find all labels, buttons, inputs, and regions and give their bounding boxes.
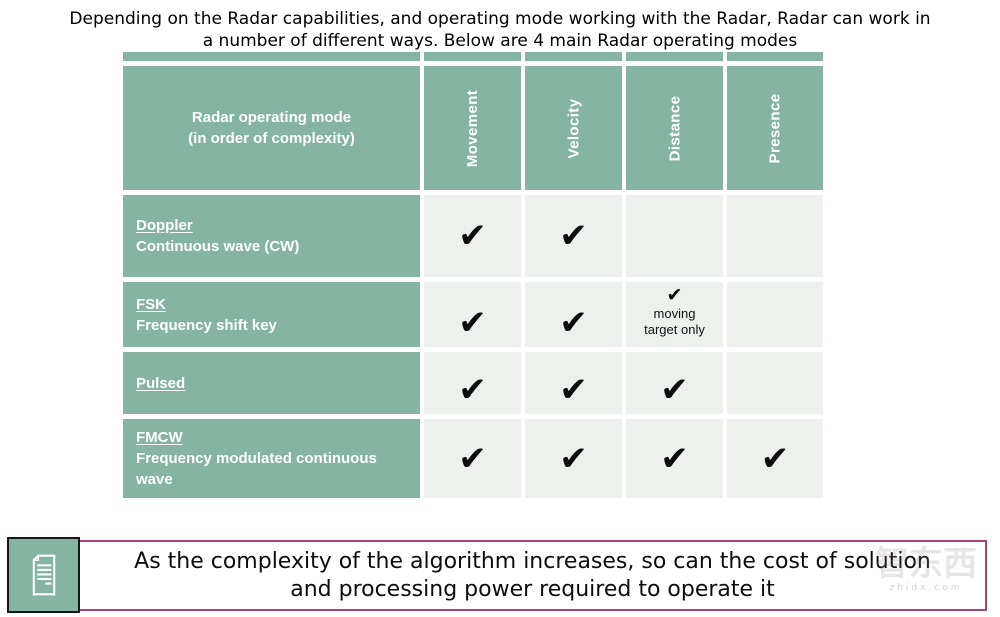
document-icon-glyph: [32, 554, 55, 596]
check-icon: ✔: [666, 284, 683, 306]
check-icon: ✔: [458, 303, 487, 343]
corner-header-line-2: (in order of complexity): [188, 130, 355, 147]
row-header-fsk: FSK Frequency shift key: [123, 282, 420, 347]
corner-header: Radar operating mode (in order of comple…: [123, 66, 420, 190]
table-top-strip: [525, 52, 622, 61]
cell-fmcw-presence: ✔: [727, 419, 823, 498]
row-header-doppler: Doppler Continuous wave (CW): [123, 195, 420, 277]
cell-doppler-presence: [727, 195, 823, 277]
row-description: Continuous wave (CW): [136, 238, 300, 255]
radar-modes-table: Radar operating mode (in order of comple…: [123, 52, 823, 498]
page-title: Depending on the Radar capabilities, and…: [0, 8, 1000, 52]
check-icon: ✔: [559, 216, 588, 256]
table-top-strip: [626, 52, 723, 61]
table-top-strip: [123, 52, 420, 61]
check-icon: ✔: [458, 438, 487, 479]
cell-fmcw-movement: ✔: [424, 419, 521, 498]
row-name-link[interactable]: FSK: [136, 295, 166, 313]
corner-header-line-1: Radar operating mode: [191, 109, 352, 126]
cell-fsk-distance: ✔ moving target only: [626, 282, 723, 347]
column-header-label: Presence: [766, 93, 784, 163]
footer-line-1: As the complexity of the algorithm incre…: [134, 548, 931, 574]
column-header-presence: Presence: [727, 66, 823, 190]
row-name-link[interactable]: Doppler: [136, 217, 193, 234]
cell-doppler-velocity: ✔: [525, 195, 622, 277]
cell-pulsed-movement: ✔: [424, 352, 521, 414]
cell-note-line-1: moving: [653, 305, 696, 321]
cell-fsk-presence: [727, 282, 823, 347]
check-icon: ✔: [559, 303, 588, 343]
row-description: Frequency modulated continuous wave: [136, 450, 377, 488]
cell-pulsed-distance: ✔: [626, 352, 723, 414]
check-icon: ✔: [559, 370, 588, 410]
cell-fsk-velocity: ✔: [525, 282, 622, 347]
row-header-fmcw: FMCW Frequency modulated continuous wave: [123, 419, 420, 498]
column-header-movement: Movement: [424, 66, 521, 190]
cell-fmcw-velocity: ✔: [525, 419, 622, 498]
row-header-pulsed: Pulsed: [123, 352, 420, 414]
cell-pulsed-velocity: ✔: [525, 352, 622, 414]
check-icon: ✔: [458, 216, 487, 256]
row-name-link[interactable]: Pulsed: [136, 374, 186, 392]
cell-fmcw-distance: ✔: [626, 419, 723, 498]
column-header-label: Distance: [665, 95, 683, 161]
footer-text-box: As the complexity of the algorithm incre…: [78, 540, 987, 611]
table-top-strip: [424, 52, 521, 61]
column-header-label: Movement: [463, 89, 481, 167]
check-icon: ✔: [660, 370, 689, 410]
check-icon: ✔: [660, 438, 689, 479]
title-line-2: a number of different ways. Below are 4 …: [202, 31, 798, 51]
footer-callout: As the complexity of the algorithm incre…: [7, 537, 987, 613]
cell-note-line-2: target only: [644, 321, 705, 337]
cell-pulsed-presence: [727, 352, 823, 414]
column-header-distance: Distance: [626, 66, 723, 190]
document-note-icon: [7, 537, 80, 613]
row-description: Frequency shift key: [136, 316, 277, 334]
check-icon: ✔: [760, 438, 790, 479]
cell-doppler-distance: [626, 195, 723, 277]
title-line-1: Depending on the Radar capabilities, and…: [69, 9, 931, 29]
check-icon: ✔: [559, 438, 588, 479]
column-header-label: Velocity: [565, 98, 582, 158]
footer-line-2: and processing power required to operate…: [290, 576, 775, 602]
check-icon: ✔: [458, 370, 487, 410]
cell-fsk-movement: ✔: [424, 282, 521, 347]
cell-doppler-movement: ✔: [424, 195, 521, 277]
table-top-strip: [727, 52, 823, 61]
column-header-velocity: Velocity: [525, 66, 622, 190]
row-name-link[interactable]: FMCW: [136, 429, 183, 446]
